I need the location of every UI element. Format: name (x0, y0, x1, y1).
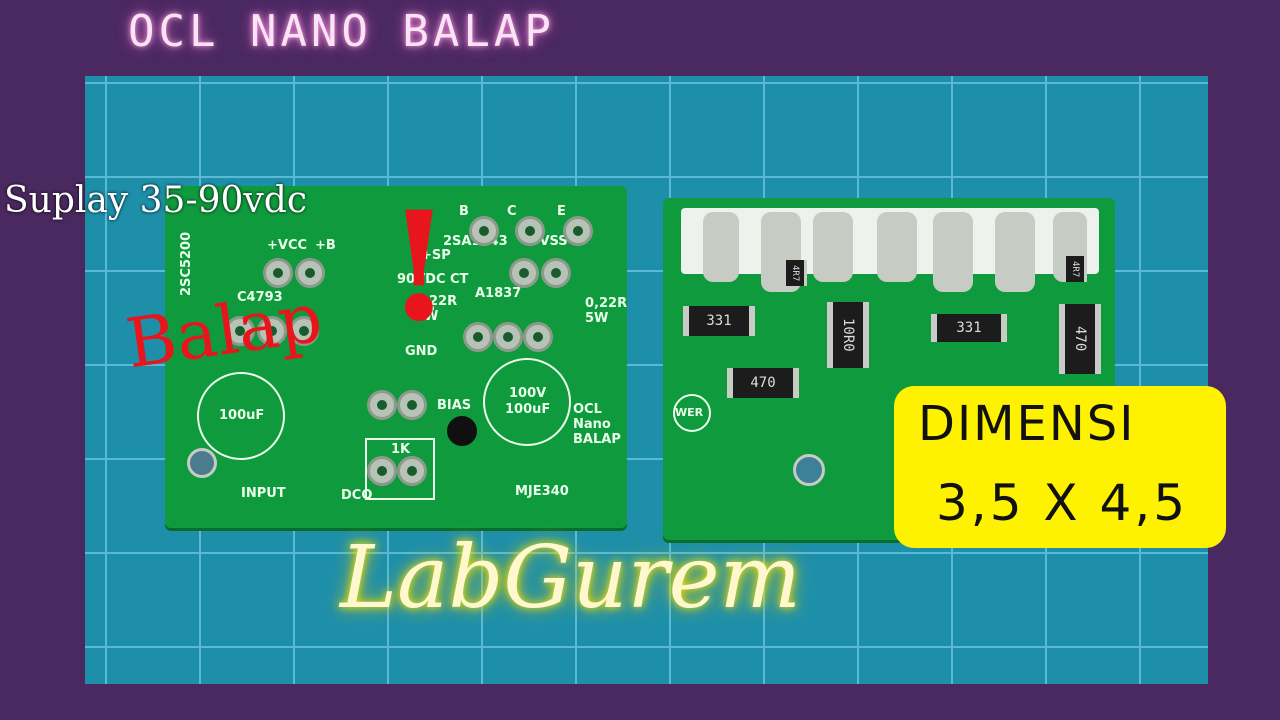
wer-logo-text: WER (675, 406, 704, 419)
label-022r-right: 0,22R 5W (585, 296, 628, 326)
smd-resistor: 470 (727, 368, 799, 398)
dimension-label: DIMENSI (918, 396, 1136, 452)
solder-pad (367, 390, 397, 420)
capacitor-outline-right (483, 358, 571, 446)
label-sp: +SP (421, 248, 451, 263)
label-100v: 100V (509, 386, 547, 401)
video-title: OCL NANO BALAP (128, 6, 555, 57)
smd-resistor: 331 (683, 306, 755, 336)
copper-pad (995, 212, 1035, 292)
solder-pad (469, 216, 499, 246)
wer-logo (673, 394, 711, 432)
pcb-smd-side: 331 10R0 331 470 470 4R7 4R7 WER (663, 198, 1115, 540)
label-022r-left: 0,22R 5W (415, 294, 458, 324)
label-100uf-left: 100uF (219, 408, 265, 423)
label-mje340: MJE340 (515, 484, 569, 499)
label-a1837: A1837 (475, 286, 522, 301)
label-pin-e: E (557, 204, 566, 219)
mounting-hole (447, 416, 477, 446)
solder-pad (541, 258, 571, 288)
copper-pad (877, 212, 917, 282)
smd-resistor: 470 (1059, 304, 1101, 374)
solder-pad (493, 322, 523, 352)
solder-pad (509, 258, 539, 288)
copper-pad (703, 212, 739, 282)
label-gnd: GND (405, 344, 438, 359)
label-pin-c: C (507, 204, 517, 219)
mounting-hole (187, 448, 217, 478)
label-100uf-right: 100uF (505, 402, 551, 417)
solder-pad (463, 322, 493, 352)
label-c4793: C4793 (237, 290, 283, 305)
smd-resistor: 10R0 (827, 302, 869, 368)
solder-pad (289, 316, 319, 346)
label-vcc: +VCC (267, 238, 308, 253)
brand-watermark: LabGurem (340, 528, 802, 628)
solder-pad (225, 316, 255, 346)
copper-pad (933, 212, 973, 292)
smd-resistor: 4R7 (1063, 256, 1087, 282)
solder-pad (397, 456, 427, 486)
solder-pad (367, 456, 397, 486)
dimension-value: 3,5 X 4,5 (936, 474, 1189, 532)
dimension-badge (894, 386, 1226, 548)
label-pin-b: B (459, 204, 469, 219)
label-bias: BIAS (437, 398, 472, 413)
label-90vdc: 90VDC CT (397, 272, 469, 287)
copper-pad (813, 212, 853, 282)
solder-pad (563, 216, 593, 246)
label-dco: DCO (341, 488, 373, 503)
label-2sc5200: 2SC5200 (179, 231, 194, 296)
label-b: +B (315, 238, 336, 253)
solder-pad (263, 258, 293, 288)
resistor-1k-outline (365, 438, 435, 500)
label-gsp: GSP (405, 304, 435, 319)
solder-pad (257, 316, 287, 346)
smd-resistor: 4R7 (783, 260, 807, 286)
pcb-photo: +VCC +B C4793 2SC5200 0,22R 5W 2SA1943 -… (85, 76, 1208, 684)
label-input: INPUT (241, 486, 286, 501)
solder-pad (515, 216, 545, 246)
mounting-hole (793, 454, 825, 486)
capacitor-outline-left (197, 372, 285, 460)
pcb-component-side: +VCC +B C4793 2SC5200 0,22R 5W 2SA1943 -… (165, 186, 627, 528)
label-1k: 1K (391, 442, 411, 457)
exclamation-mark: ! (386, 179, 452, 355)
solder-pad (295, 258, 325, 288)
label-ocl-nano-balap: OCL Nano BALAP (573, 402, 621, 447)
solder-pad (523, 322, 553, 352)
supply-voltage-caption: Suplay 35-90vdc (4, 180, 307, 221)
solder-pad (397, 390, 427, 420)
smd-resistor: 331 (931, 314, 1007, 342)
